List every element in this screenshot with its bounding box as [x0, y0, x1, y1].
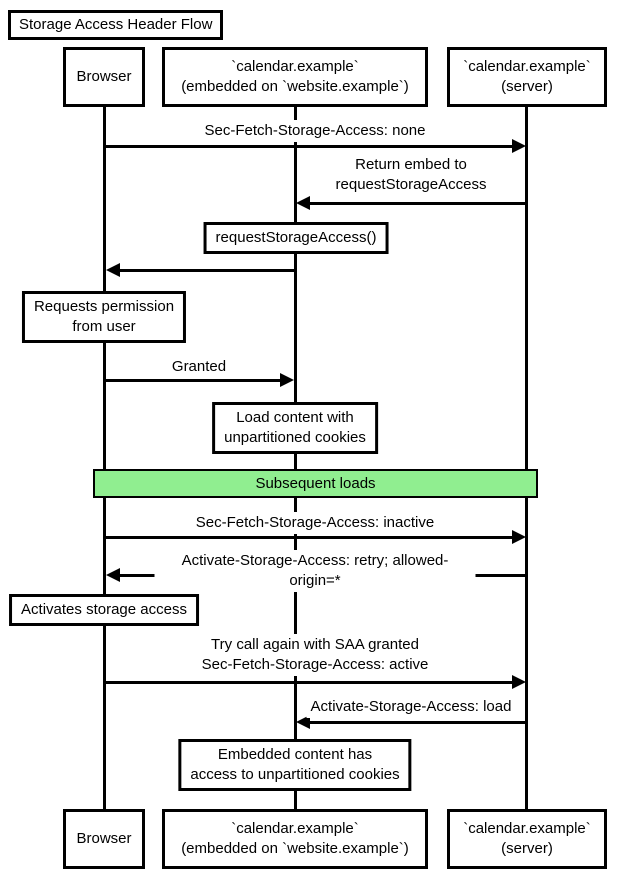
participant-browser-top: Browser — [63, 47, 145, 107]
divider-subsequent-loads: Subsequent loads — [93, 469, 538, 498]
lifeline-server — [525, 107, 528, 809]
participant-browser-label: Browser — [76, 830, 132, 847]
message-label-granted: Granted — [167, 356, 231, 378]
participant-browser-bottom: Browser — [63, 809, 145, 869]
participant-embed-top: `calendar.example` (embedded on `website… — [162, 47, 428, 107]
arrowhead-right-icon — [512, 675, 526, 689]
arrowhead-left-icon — [106, 568, 120, 582]
arrowhead-right-icon — [280, 373, 294, 387]
arrowhead-left-icon — [296, 196, 310, 210]
message-arrow-line — [104, 145, 513, 148]
participant-embed-label: `calendar.example` (embedded on `website… — [181, 58, 409, 95]
message-arrow-line — [308, 202, 526, 205]
message-arrow-line — [104, 681, 513, 684]
lifeline-embed — [294, 107, 297, 809]
lifeline-browser — [103, 107, 106, 809]
message-label-sec-fetch-inactive: Sec-Fetch-Storage-Access: inactive — [191, 512, 439, 534]
message-arrow-line — [118, 269, 295, 272]
diagram-title: Storage Access Header Flow — [8, 10, 224, 40]
note-requests-permission: Requests permission from user — [21, 291, 187, 343]
participant-server-top: `calendar.example` (server) — [447, 47, 607, 107]
message-arrow-line — [104, 379, 282, 382]
participant-embed-label: `calendar.example` (embedded on `website… — [181, 820, 409, 857]
note-load-content: Load content with unpartitioned cookies — [212, 402, 378, 454]
arrowhead-right-icon — [512, 139, 526, 153]
participant-embed-bottom: `calendar.example` (embedded on `website… — [162, 809, 428, 869]
participant-server-label: `calendar.example` (server) — [463, 58, 591, 95]
participant-server-label: `calendar.example` (server) — [463, 820, 591, 857]
message-label-activate-load: Activate-Storage-Access: load — [306, 696, 516, 718]
message-arrow-line — [308, 721, 526, 724]
divider-label: Subsequent loads — [255, 475, 376, 492]
arrowhead-right-icon — [512, 530, 526, 544]
message-label-return-embed: Return embed to requestStorageAccess — [331, 154, 491, 196]
message-arrow-line — [104, 536, 513, 539]
message-label-try-again: Try call again with SAA granted Sec-Fetc… — [197, 634, 433, 676]
note-embedded-content-access: Embedded content has access to unpartiti… — [178, 739, 412, 791]
note-activates-storage-access: Activates storage access — [9, 594, 199, 626]
arrowhead-left-icon — [296, 715, 310, 729]
note-request-storage-access: requestStorageAccess() — [203, 222, 389, 254]
arrowhead-left-icon — [106, 263, 120, 277]
message-label-sec-fetch-none: Sec-Fetch-Storage-Access: none — [200, 120, 430, 142]
participant-browser-label: Browser — [76, 68, 132, 85]
message-label-activate-retry: Activate-Storage-Access: retry; allowed-… — [154, 550, 476, 592]
participant-server-bottom: `calendar.example` (server) — [447, 809, 607, 869]
